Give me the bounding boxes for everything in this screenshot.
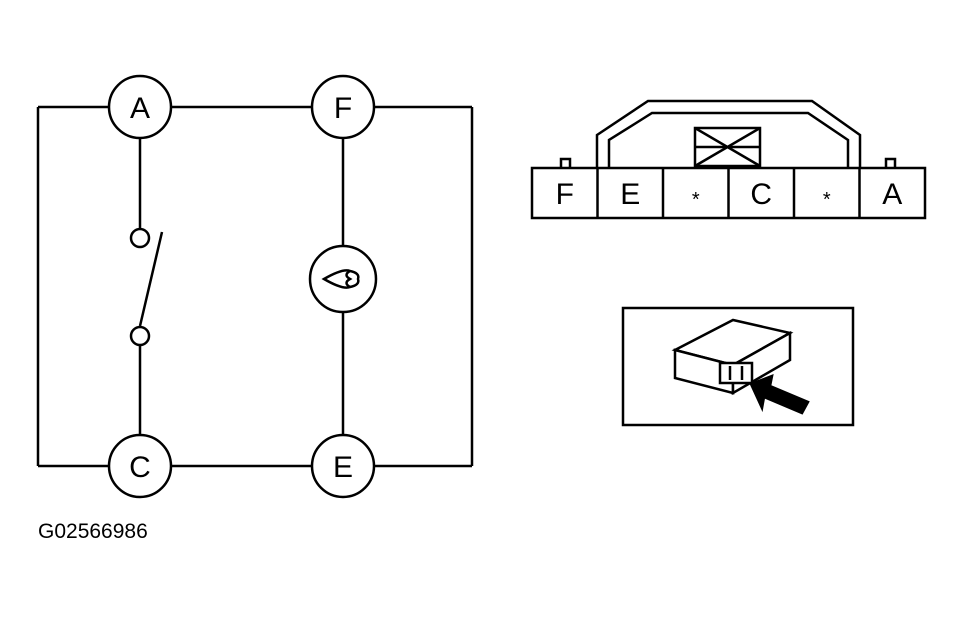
circuit-schematic: A F C E	[36, 74, 474, 499]
switch-contact-bottom	[129, 325, 151, 347]
terminal-a: A	[107, 74, 173, 140]
connector-pin-label: *	[823, 189, 831, 211]
connector-left-nub	[559, 157, 572, 168]
connector-face: F E * C * A	[530, 99, 927, 220]
terminal-c: C	[107, 433, 173, 499]
switch-contact-top	[129, 227, 151, 249]
terminal-f-label: F	[334, 92, 352, 125]
connector-pin-label: A	[882, 178, 902, 211]
connector-pin-cells: F E * C * A	[556, 168, 902, 218]
terminal-e: E	[310, 433, 376, 499]
connector-right-nub	[884, 157, 897, 168]
connector-pin-label: C	[750, 178, 772, 211]
connector-hood-outer	[595, 99, 862, 168]
terminal-f: F	[310, 74, 376, 140]
component-location-inset	[621, 306, 855, 427]
connector-hood-inner	[607, 111, 850, 168]
connector-pin-label: F	[556, 178, 574, 211]
connector-pin-label: *	[692, 189, 700, 211]
arrow-icon	[749, 374, 810, 415]
lamp-bulb	[308, 244, 378, 314]
terminal-a-label: A	[130, 92, 150, 125]
figure-code: G02566986	[38, 520, 148, 543]
connector-pin-label: E	[620, 178, 640, 211]
lamp-filament	[321, 269, 360, 289]
switch-blade	[138, 231, 164, 327]
relay-connector-port	[718, 361, 754, 385]
terminal-e-label: E	[333, 451, 353, 484]
inset-frame	[621, 306, 855, 427]
terminal-c-label: C	[129, 451, 151, 484]
relay-icon	[671, 318, 794, 396]
